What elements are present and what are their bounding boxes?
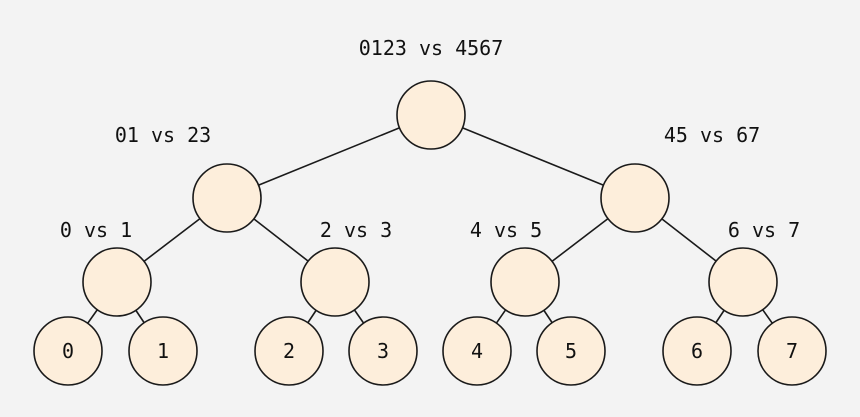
leaf-node-label: 3 [377,339,389,363]
comparison-label-4-vs-5: 4 vs 5 [469,218,543,242]
leaf-node-circle [536,316,606,386]
leaf-node: 7 [757,316,827,386]
tree-edge-root-l1b [430,114,636,199]
leaf-node: 6 [662,316,732,386]
comparison-label-6-vs-7: 6 vs 7 [727,218,801,242]
comparison-node-circle [708,247,778,317]
leaf-node-circle [128,316,198,386]
comparison-label-45-vs-67: 45 vs 67 [663,123,761,147]
leaf-node: 0 [33,316,103,386]
leaf-node-label: 0 [62,339,74,363]
comparison-node [82,247,152,317]
comparison-label-01-vs-23: 01 vs 23 [114,123,212,147]
comparison-node-circle [600,163,670,233]
comparison-label-2-vs-3: 2 vs 3 [319,218,393,242]
leaf-node-label: 2 [283,339,295,363]
leaf-node-circle [757,316,827,386]
root-comparison-label: 0123 vs 4567 [358,36,504,60]
leaf-node-circle [348,316,418,386]
leaf-node-circle [442,316,512,386]
comparison-node-circle [82,247,152,317]
comparison-node-circle [300,247,370,317]
leaf-node-label: 7 [786,339,798,363]
comparison-node-circle [490,247,560,317]
leaf-node: 3 [348,316,418,386]
comparison-node-circle [192,163,262,233]
comparison-node [300,247,370,317]
leaf-node: 1 [128,316,198,386]
leaf-node-circle [662,316,732,386]
tree-edge-root-l1a [226,114,432,199]
comparison-node [600,163,670,233]
comparison-node [396,80,466,150]
leaf-node-circle [33,316,103,386]
leaf-node-circle [254,316,324,386]
comparison-node [708,247,778,317]
comparison-node [490,247,560,317]
leaf-node-label: 1 [157,339,169,363]
leaf-node: 4 [442,316,512,386]
leaf-node-label: 6 [691,339,703,363]
comparison-label-0-vs-1: 0 vs 1 [59,218,133,242]
comparison-node-circle [396,80,466,150]
comparison-node [192,163,262,233]
leaf-node: 5 [536,316,606,386]
leaf-node-label: 4 [471,339,483,363]
leaf-node-label: 5 [565,339,577,363]
leaf-node: 2 [254,316,324,386]
